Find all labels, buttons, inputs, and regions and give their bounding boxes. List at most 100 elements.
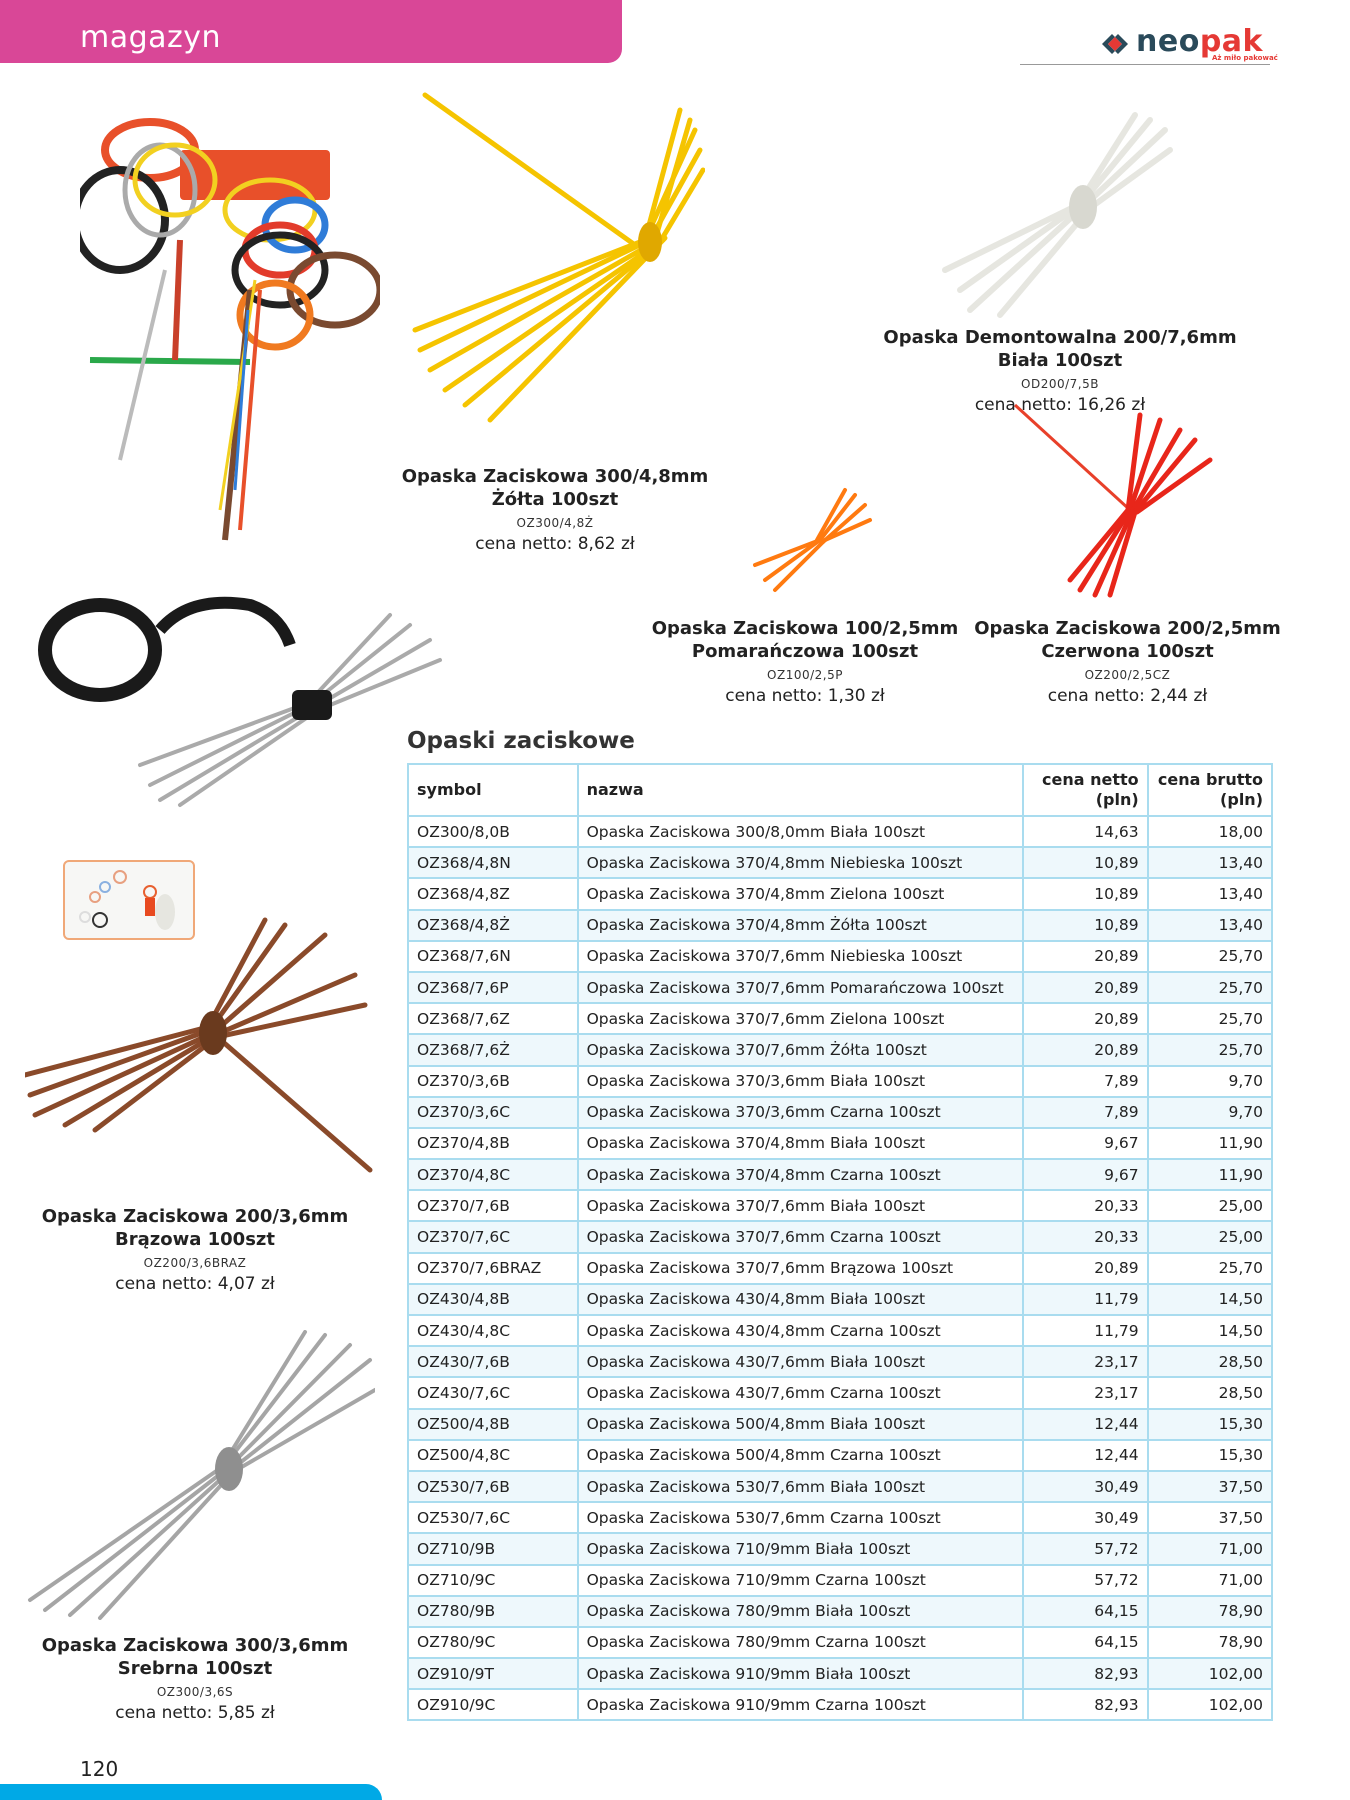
product-code: OZ200/3,6BRAZ	[143, 1256, 247, 1270]
cell-cena-netto: 10,89	[1022, 877, 1149, 911]
cell-cena-brutto: 78,90	[1146, 1625, 1274, 1660]
cell-nazwa: Opaska Zaciskowa 530/7,6mm Czarna 100szt	[576, 1501, 1025, 1535]
cell-symbol: OZ370/7,6B	[407, 1189, 579, 1223]
cell-cena-brutto: 25,70	[1146, 1033, 1274, 1067]
cell-cena-brutto: 13,40	[1146, 908, 1274, 942]
product-price: cena netto: 8,62 zł	[475, 534, 635, 554]
cell-nazwa: Opaska Zaciskowa 370/4,8mm Czarna 100szt	[576, 1158, 1025, 1192]
column-header-nazwa: nazwa	[576, 763, 1025, 817]
cell-cena-netto: 7,89	[1022, 1095, 1149, 1129]
cell-cena-brutto: 14,50	[1146, 1282, 1274, 1317]
product-price: cena netto: 2,44 zł	[1047, 686, 1208, 706]
cell-cena-brutto: 71,00	[1146, 1532, 1274, 1566]
multicolor-ties-thumbnail-icon	[79, 870, 175, 930]
cell-cena-netto: 20,89	[1022, 1002, 1149, 1036]
cell-nazwa: Opaska Zaciskowa 430/4,8mm Czarna 100szt	[576, 1313, 1025, 1348]
cell-cena-netto: 23,17	[1022, 1345, 1149, 1379]
cell-symbol: OZ300/8,0B	[407, 814, 579, 849]
cell-cena-brutto: 25,70	[1146, 970, 1274, 1005]
cell-nazwa: Opaska Zaciskowa 710/9mm Czarna 100szt	[576, 1563, 1025, 1597]
cell-symbol: OZ370/7,6C	[407, 1220, 579, 1254]
cell-nazwa: Opaska Zaciskowa 910/9mm Biała 100szt	[576, 1657, 1025, 1691]
table-header-row: symbol nazwa cena netto(pln) cena brutto…	[407, 763, 1274, 817]
cell-symbol: OZ368/7,6P	[407, 970, 579, 1005]
cell-symbol: OZ368/4,8N	[407, 846, 579, 880]
cell-symbol: OZ368/4,8Z	[407, 877, 579, 911]
cell-cena-brutto: 25,70	[1146, 939, 1274, 973]
cell-nazwa: Opaska Zaciskowa 300/8,0mm Biała 100szt	[576, 814, 1025, 849]
cell-symbol: OZ368/7,6Ż	[407, 1033, 579, 1067]
cell-cena-brutto: 9,70	[1146, 1095, 1274, 1129]
cell-nazwa: Opaska Zaciskowa 910/9mm Czarna 100szt	[576, 1688, 1025, 1722]
cell-cena-netto: 30,49	[1022, 1469, 1149, 1504]
cell-nazwa: Opaska Zaciskowa 530/7,6mm Biała 100szt	[576, 1469, 1025, 1504]
cell-cena-netto: 11,79	[1022, 1282, 1149, 1317]
product-price: cena netto: 16,26 zł	[974, 395, 1146, 415]
cell-cena-netto: 57,72	[1022, 1532, 1149, 1566]
cell-symbol: OZ500/4,8B	[407, 1407, 579, 1441]
cell-symbol: OZ530/7,6B	[407, 1469, 579, 1504]
neopak-logo: neopak Aż miło pakować	[1100, 24, 1278, 64]
cell-cena-netto: 20,89	[1022, 1251, 1149, 1285]
cell-cena-netto: 12,44	[1022, 1438, 1149, 1472]
cell-symbol: OZ430/4,8C	[407, 1313, 579, 1348]
cell-symbol: OZ368/7,6Z	[407, 1002, 579, 1036]
cell-symbol: OZ430/7,6C	[407, 1376, 579, 1410]
cell-cena-netto: 30,49	[1022, 1501, 1149, 1535]
cell-cena-brutto: 25,00	[1146, 1220, 1274, 1254]
cell-cena-netto: 82,93	[1022, 1688, 1149, 1722]
cell-symbol: OZ430/4,8B	[407, 1282, 579, 1317]
red-cable-ties-image	[1013, 403, 1213, 598]
cell-cena-brutto: 37,50	[1146, 1469, 1274, 1504]
cell-nazwa: Opaska Zaciskowa 500/4,8mm Czarna 100szt	[576, 1438, 1025, 1472]
cell-cena-netto: 11,79	[1022, 1313, 1149, 1348]
logo-mark-icon	[1102, 34, 1128, 54]
cell-cena-netto: 20,89	[1022, 970, 1149, 1005]
logo-tagline: Aż miło pakować	[1212, 54, 1278, 62]
cell-cena-netto: 20,33	[1022, 1189, 1149, 1223]
product-price: cena netto: 1,30 zł	[725, 686, 885, 706]
cell-nazwa: Opaska Zaciskowa 370/7,6mm Żółta 100szt	[576, 1033, 1025, 1067]
cell-cena-brutto: 18,00	[1146, 814, 1274, 849]
section-label: magazyn	[80, 20, 222, 55]
cell-nazwa: Opaska Zaciskowa 430/4,8mm Biała 100szt	[576, 1282, 1025, 1317]
thumbnail-image[interactable]	[63, 860, 195, 940]
cell-cena-netto: 64,15	[1022, 1625, 1149, 1660]
cell-nazwa: Opaska Zaciskowa 370/4,8mm Zielona 100sz…	[576, 877, 1025, 911]
cell-symbol: OZ370/3,6B	[407, 1064, 579, 1098]
cell-cena-brutto: 11,90	[1146, 1126, 1274, 1161]
brown-cable-ties-image	[25, 917, 373, 1173]
product-code: OZ200/2,5CZ	[1084, 668, 1171, 682]
cell-nazwa: Opaska Zaciskowa 370/4,8mm Biała 100szt	[576, 1126, 1025, 1161]
cell-cena-netto: 10,89	[1022, 908, 1149, 942]
orange-cable-ties-image	[753, 488, 872, 592]
cell-symbol: OZ368/7,6N	[407, 939, 579, 973]
cell-nazwa: Opaska Zaciskowa 430/7,6mm Czarna 100szt	[576, 1376, 1025, 1410]
product-code: OD200/7,5B	[1021, 377, 1099, 391]
cell-nazwa: Opaska Zaciskowa 370/7,6mm Brązowa 100sz…	[576, 1251, 1025, 1285]
cell-cena-brutto: 25,70	[1146, 1002, 1274, 1036]
cell-cena-netto: 64,15	[1022, 1594, 1149, 1628]
cell-nazwa: Opaska Zaciskowa 710/9mm Biała 100szt	[576, 1532, 1025, 1566]
